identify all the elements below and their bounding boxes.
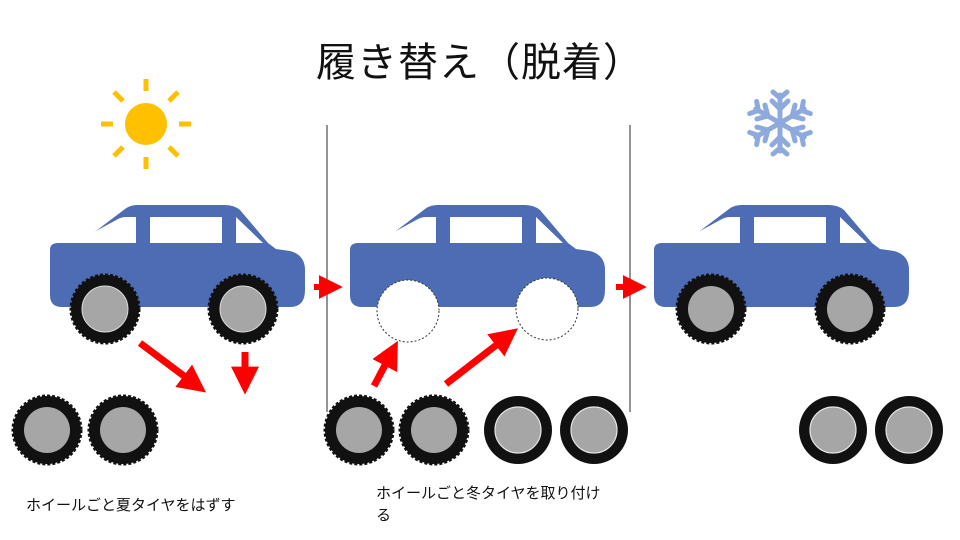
tire-summer-rear: [207, 273, 279, 345]
arrow-install-front: [370, 340, 398, 388]
empty-wheel-slot-rear: [515, 277, 579, 341]
slide-title: 履き替え（脱着）: [316, 40, 644, 86]
tire-winter-1: [484, 396, 552, 464]
tire-removed-summer-2: [87, 394, 159, 466]
caption-remove-summer-tires: ホイールごと夏タイヤをはずす: [26, 496, 236, 514]
empty-wheel-slot-front: [376, 279, 440, 343]
tire-summer-stored-2: [398, 394, 470, 466]
sun-icon: [101, 79, 191, 169]
snowflake-icon: [749, 89, 811, 154]
tire-summer-stored-1: [323, 394, 395, 466]
tire-winter-2: [560, 396, 628, 464]
arrow-install-rear: [443, 328, 518, 387]
tire-winter-rear: [814, 273, 886, 345]
arrow-remove-front: [137, 340, 207, 393]
tire-removed-summer-1: [11, 394, 83, 466]
tire-winter-front: [675, 273, 747, 345]
tire-summer-final-2: [875, 396, 943, 464]
caption-install-winter-tires: ホイールごと冬タイヤを取り付ける: [376, 484, 601, 524]
tire-summer-front: [69, 273, 141, 345]
tire-summer-final-1: [799, 396, 867, 464]
